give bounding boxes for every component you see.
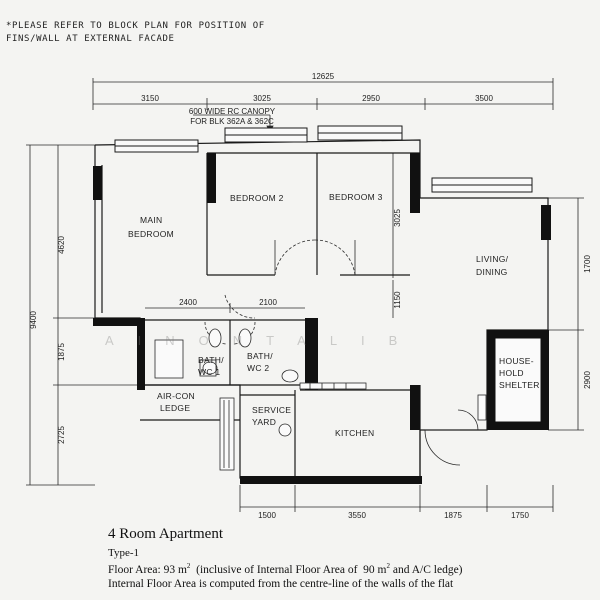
caption-title: 4 Room Apartment (108, 526, 223, 542)
label-service-2: YARD (252, 417, 276, 427)
floor-area-sup: 2 (186, 562, 191, 570)
note-line-2: FINS/WALL AT EXTERNAL FACADE (6, 34, 175, 44)
floor-area-suffix: and A/C ledge) (390, 563, 463, 576)
label-bath1-1: BATH/ (198, 355, 224, 365)
shelter-box (494, 337, 542, 423)
aircon-ledge-rail (219, 397, 235, 471)
dimension-lines (26, 78, 584, 512)
dim-bottom-2: 3550 (348, 511, 366, 520)
floor-area-sup2: 2 (386, 562, 391, 570)
label-bedroom3: BEDROOM 3 (329, 192, 383, 202)
dim-mid-1: 2400 (179, 298, 197, 307)
dim-bed3-depth: 3025 (393, 209, 402, 227)
canopy-note-1: 600 WIDE RC CANOPY (189, 107, 276, 116)
label-living-2: DINING (476, 267, 508, 277)
label-aircon-1: AIR-CON (157, 391, 195, 401)
dim-mid-2: 2100 (259, 298, 277, 307)
dim-top-3: 2950 (362, 94, 380, 103)
bathtub-1 (154, 339, 184, 379)
label-main-bedroom-1: MAIN (140, 215, 162, 225)
basin-2 (238, 328, 252, 348)
caption-internal-note: Internal Floor Area is computed from the… (108, 577, 454, 590)
watermark: AINONTALIB (105, 333, 422, 348)
label-main-bedroom-2: BEDROOM (128, 229, 174, 239)
structural-walls (93, 153, 551, 484)
dim-left-2: 1875 (57, 343, 66, 361)
room-labels: MAIN BEDROOM BEDROOM 2 BEDROOM 3 LIVING/… (128, 192, 540, 438)
shelter-vent (477, 394, 487, 421)
floor-area-prefix: Floor Area: 93 m (108, 563, 187, 576)
window-ledges (114, 125, 533, 193)
label-kitchen: KITCHEN (335, 428, 374, 438)
label-bath2-1: BATH/ (247, 351, 273, 361)
label-bath1-2: WC 1 (198, 367, 220, 377)
dim-bottom-4: 1750 (511, 511, 529, 520)
general-note: *PLEASE REFER TO BLOCK PLAN FOR POSITION… (6, 20, 265, 46)
label-service-1: SERVICE (252, 405, 291, 415)
dim-right-1: 1700 (583, 255, 592, 273)
label-living-1: LIVING/ (476, 254, 509, 264)
dimension-labels: 12625 3150 3025 2950 3500 9400 4620 1875… (29, 72, 592, 520)
label-bath2-2: WC 2 (247, 363, 269, 373)
dim-top-1: 3150 (141, 94, 159, 103)
fixtures (154, 328, 487, 471)
label-shelter-2: HOLD (499, 368, 524, 378)
caption-type: Type-1 (108, 547, 139, 559)
dim-overall-width: 12625 (312, 72, 335, 81)
label-aircon-2: LEDGE (160, 403, 190, 413)
label-shelter-3: SHELTER (499, 380, 540, 390)
dim-left-1: 4620 (57, 236, 66, 254)
canopy-note-2: FOR BLK 362A & 362C (190, 117, 274, 126)
floor-trap (278, 423, 292, 437)
dim-bottom-3: 1875 (444, 511, 462, 520)
caption-floor-area: Floor Area: 93 m2 (inclusive of Internal… (108, 562, 598, 576)
toilet-2 (281, 369, 299, 383)
dim-bottom-1: 1500 (258, 511, 276, 520)
label-shelter-1: HOUSE- (499, 356, 534, 366)
dim-top-2: 3025 (253, 94, 271, 103)
dim-right-2: 2900 (583, 371, 592, 389)
note-line-1: *PLEASE REFER TO BLOCK PLAN FOR POSITION… (6, 21, 265, 31)
basin-1 (208, 328, 222, 348)
caption: 4 Room Apartment Type-1 Floor Area: 93 m… (108, 526, 598, 590)
dim-left-3: 2725 (57, 426, 66, 444)
toilet-1 (202, 361, 218, 375)
label-bedroom2: BEDROOM 2 (230, 193, 284, 203)
floor-area-mid: (inclusive of Internal Floor Area of 90 … (190, 563, 387, 576)
kitchen-counter (299, 382, 367, 390)
dim-corridor: 1150 (393, 291, 402, 309)
dim-top-4: 3500 (475, 94, 493, 103)
dim-left-overall: 9400 (29, 311, 38, 329)
